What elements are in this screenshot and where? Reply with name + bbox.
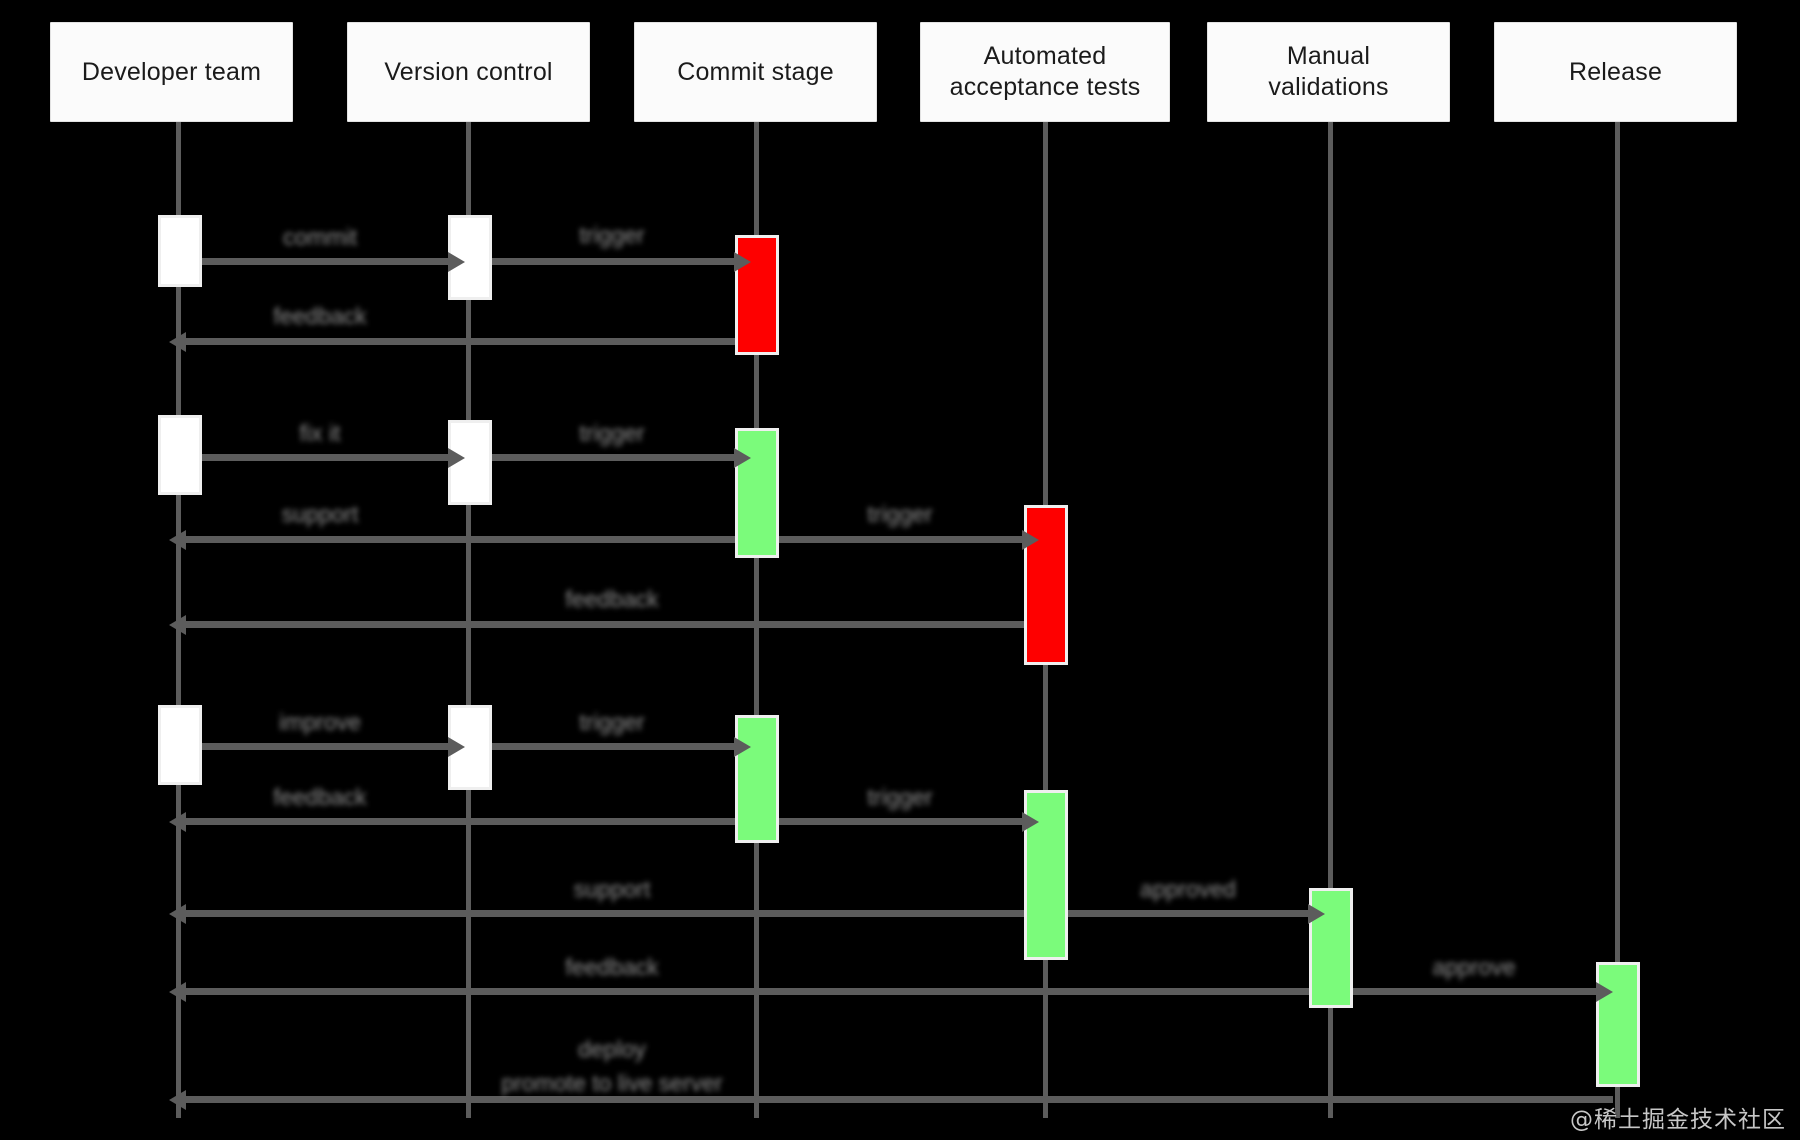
message-arrowhead-m7: [169, 530, 186, 550]
message-line-m14: [1064, 910, 1312, 917]
lifeline-version-control: [466, 122, 471, 1118]
message-line-m15: [182, 988, 1326, 995]
message-label-m2: trigger: [579, 222, 645, 248]
message-line-m9: [198, 743, 452, 750]
message-label-m12: trigger: [867, 784, 933, 810]
participant-release[interactable]: Release: [1494, 22, 1737, 122]
watermark: @稀土掘金技术社区: [1570, 1107, 1786, 1133]
message-label-m14: approved: [1140, 876, 1236, 902]
message-label-m13: support: [573, 876, 651, 902]
message-line-m11: [182, 818, 752, 825]
activation-act-aat-1: [1024, 505, 1068, 665]
participant-version-control[interactable]: Version control: [347, 22, 590, 122]
message-arrowhead-m8: [169, 615, 186, 635]
participant-acceptance-tests[interactable]: Automated acceptance tests: [920, 22, 1170, 122]
message-label-m16: approve: [1432, 954, 1516, 980]
message-label-m6: trigger: [867, 501, 933, 527]
lifeline-release: [1615, 122, 1620, 1118]
message-line-m6: [775, 536, 1026, 543]
message-arrowhead-m5: [734, 448, 751, 468]
message-line-m13: [182, 910, 1040, 917]
activation-act-dev-2: [158, 415, 202, 495]
activation-act-commit-3: [735, 715, 779, 843]
participant-manual-validations[interactable]: Manual validations: [1207, 22, 1450, 122]
message-arrowhead-m13: [169, 904, 186, 924]
message-arrowhead-m15: [169, 982, 186, 1002]
message-arrowhead-m10: [734, 737, 751, 757]
message-line-m7: [182, 536, 752, 543]
participant-commit-stage[interactable]: Commit stage: [634, 22, 877, 122]
message-label-m4: fix it: [299, 420, 341, 446]
message-line-m2: [488, 258, 738, 265]
message-line-m8: [182, 621, 1040, 628]
message-label-m15: feedback: [565, 954, 659, 980]
message-arrowhead-m12: [1022, 812, 1039, 832]
message-label-m9: improve: [279, 709, 361, 735]
message-arrowhead-m1: [448, 252, 465, 272]
activation-act-dev-1: [158, 215, 202, 287]
message-arrowhead-m3: [169, 332, 186, 352]
message-arrowhead-m2: [734, 252, 751, 272]
message-arrowhead-m17: [169, 1090, 186, 1110]
message-arrowhead-m14: [1308, 904, 1325, 924]
message-arrowhead-m4: [448, 448, 465, 468]
activation-act-dev-3: [158, 705, 202, 785]
message-label-m1: commit: [282, 224, 358, 250]
message-label-m7: support: [281, 501, 359, 527]
message-line-m4: [198, 454, 452, 461]
message-label-m8: feedback: [565, 586, 659, 612]
message-line-m3: [182, 338, 752, 345]
message-line-m12: [775, 818, 1026, 825]
message-label-m3: feedback: [273, 303, 367, 329]
message-label-m5: trigger: [579, 420, 645, 446]
lifeline-manual-validations: [1328, 122, 1333, 1118]
lifeline-commit-stage: [754, 122, 759, 1118]
message-arrowhead-m16: [1596, 982, 1613, 1002]
message-arrowhead-m6: [1022, 530, 1039, 550]
activation-act-release-1: [1596, 962, 1640, 1087]
participant-developer-team[interactable]: Developer team: [50, 22, 293, 122]
message-line-m5: [488, 454, 738, 461]
message-label-m11: feedback: [273, 784, 367, 810]
message-label-m10: trigger: [579, 709, 645, 735]
message-line-m10: [488, 743, 738, 750]
message-line-m17: [182, 1096, 1613, 1103]
message-arrowhead-m9: [448, 737, 465, 757]
message-label-m17: deploy promote to live server: [501, 1036, 723, 1096]
message-line-m16: [1349, 988, 1600, 995]
message-arrowhead-m11: [169, 812, 186, 832]
message-line-m1: [198, 258, 452, 265]
